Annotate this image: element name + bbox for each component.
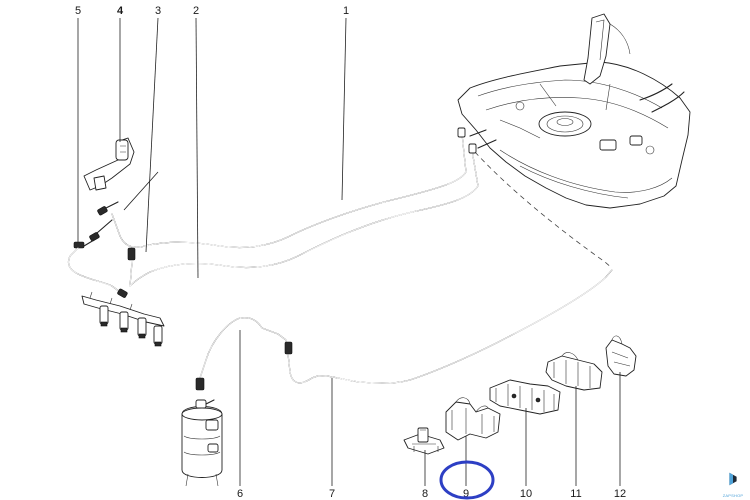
callout-5: 5 — [75, 5, 81, 17]
fuel-line-1 — [111, 133, 467, 249]
clip-part-8 — [403, 427, 445, 455]
connector — [127, 247, 136, 261]
fitting — [457, 127, 466, 138]
brand-text: ZAPSHOP — [722, 493, 744, 498]
fuel-line-2 — [129, 149, 479, 287]
callout-3: 3 — [155, 5, 161, 17]
callout-2: 2 — [193, 5, 199, 17]
clip-part-12 — [605, 335, 637, 377]
highlight-ring-part-9 — [439, 460, 495, 500]
fitting — [468, 143, 477, 154]
clip-part-9 — [445, 397, 501, 441]
charcoal-canister — [181, 399, 223, 487]
callout-numbers: 1 2 3 4 5 6 7 8 9 10 11 12 — [75, 5, 626, 500]
brand-logo: ZAPSHOP — [720, 470, 746, 498]
connector-part-3 — [89, 201, 119, 242]
callout-4: 4 — [117, 5, 124, 17]
callout-12: 12 — [614, 488, 626, 500]
callout-1: 1 — [343, 5, 349, 17]
fuel-tank — [457, 13, 691, 209]
callout-8: 8 — [422, 488, 428, 500]
callout-6: 6 — [237, 488, 243, 500]
brand-logo-icon — [729, 472, 737, 486]
vapour-line — [195, 269, 613, 391]
callout-7: 7 — [329, 488, 335, 500]
leader-lines — [77, 17, 621, 486]
callout-11: 11 — [570, 488, 581, 500]
fuel-rail-injectors — [81, 291, 165, 347]
callout-10: 10 — [520, 488, 532, 500]
bracket-part-4 — [83, 137, 135, 191]
floor-outline — [474, 151, 613, 269]
feed-pipe-part-5 — [67, 239, 128, 298]
clip-part-10 — [489, 379, 561, 415]
clip-part-11 — [545, 352, 603, 391]
callout-9: 9 — [463, 488, 469, 500]
